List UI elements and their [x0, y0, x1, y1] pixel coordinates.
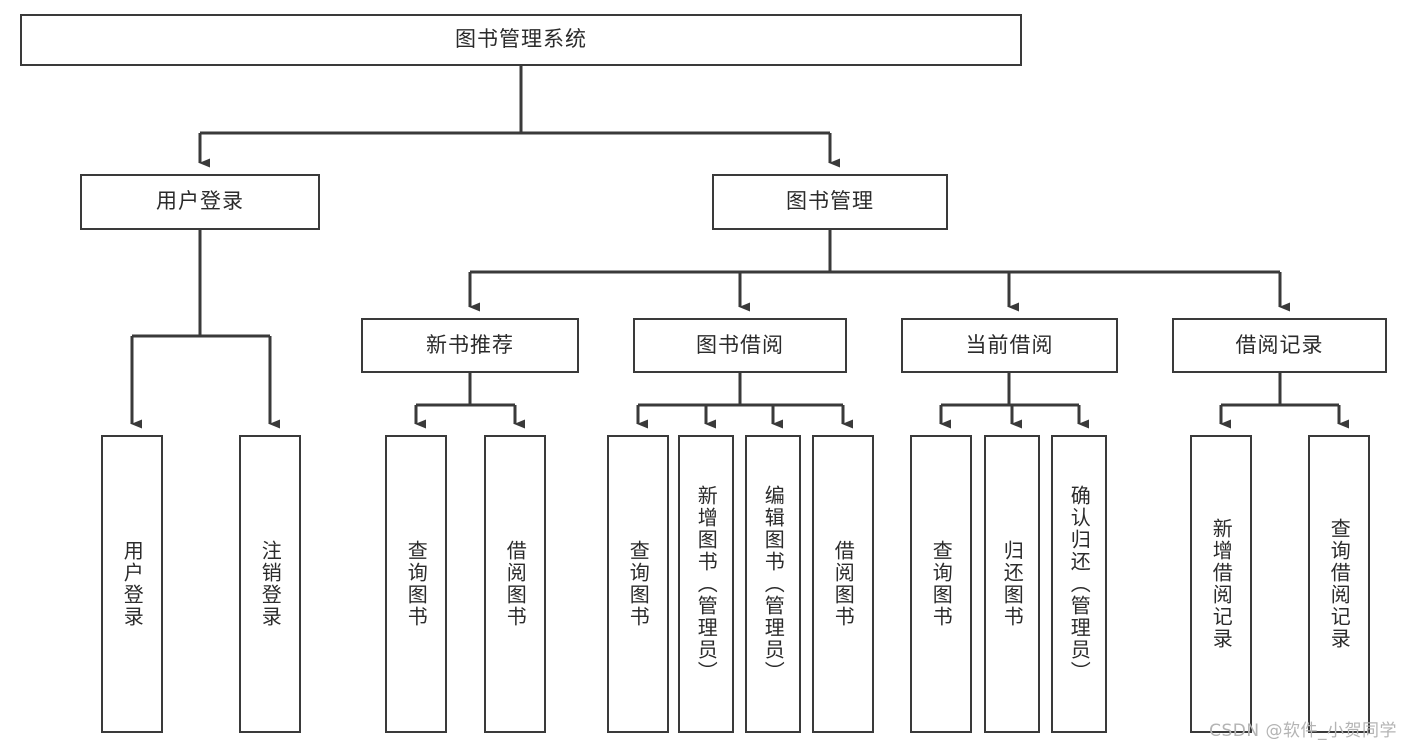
node-current-borrow[interactable]: 当前借阅 — [901, 318, 1118, 373]
leaf-add-record-label: 新增借阅记录 — [1209, 518, 1234, 650]
leaf-query-book-3-label: 查询图书 — [929, 540, 954, 628]
leaf-borrow-book-2[interactable]: 借阅图书 — [812, 435, 874, 733]
node-current-borrow-label: 当前借阅 — [965, 332, 1054, 357]
leaf-query-book-1[interactable]: 查询图书 — [385, 435, 447, 733]
node-borrow-record-label: 借阅记录 — [1235, 332, 1324, 357]
node-book-borrow-label: 图书借阅 — [696, 332, 784, 357]
node-user-login[interactable]: 用户登录 — [80, 174, 320, 230]
leaf-query-book-1-label: 查询图书 — [404, 540, 429, 628]
leaf-query-record-label: 查询借阅记录 — [1327, 518, 1352, 650]
leaf-confirm-return-label: 确认归还（管理员） — [1067, 485, 1092, 683]
leaf-logout[interactable]: 注销登录 — [239, 435, 301, 733]
leaf-edit-book[interactable]: 编辑图书（管理员） — [745, 435, 801, 733]
node-user-login-label: 用户登录 — [156, 189, 244, 214]
leaf-confirm-return[interactable]: 确认归还（管理员） — [1051, 435, 1107, 733]
leaf-add-record[interactable]: 新增借阅记录 — [1190, 435, 1252, 733]
leaf-user-login-label: 用户登录 — [120, 540, 145, 628]
node-book-manage[interactable]: 图书管理 — [712, 174, 948, 230]
node-root-label: 图书管理系统 — [455, 27, 587, 52]
leaf-logout-label: 注销登录 — [258, 540, 283, 628]
leaf-borrow-book-2-label: 借阅图书 — [831, 540, 856, 628]
node-new-book-rec-label: 新书推荐 — [426, 332, 514, 357]
node-borrow-record[interactable]: 借阅记录 — [1172, 318, 1387, 373]
leaf-query-book-2-label: 查询图书 — [626, 540, 651, 628]
csdn-watermark: CSDN @软件_小贺同学 — [1209, 721, 1397, 741]
node-root[interactable]: 图书管理系统 — [20, 14, 1022, 66]
leaf-borrow-book-1[interactable]: 借阅图书 — [484, 435, 546, 733]
leaf-query-book-3[interactable]: 查询图书 — [910, 435, 972, 733]
leaf-return-book-label: 归还图书 — [1000, 540, 1025, 628]
leaf-return-book[interactable]: 归还图书 — [984, 435, 1040, 733]
leaf-query-book-2[interactable]: 查询图书 — [607, 435, 669, 733]
leaf-query-record[interactable]: 查询借阅记录 — [1308, 435, 1370, 733]
leaf-add-book[interactable]: 新增图书（管理员） — [678, 435, 734, 733]
node-new-book-rec[interactable]: 新书推荐 — [361, 318, 579, 373]
leaf-borrow-book-1-label: 借阅图书 — [503, 540, 528, 628]
node-book-borrow[interactable]: 图书借阅 — [633, 318, 847, 373]
leaf-edit-book-label: 编辑图书（管理员） — [761, 485, 786, 683]
leaf-add-book-label: 新增图书（管理员） — [694, 485, 719, 683]
node-book-manage-label: 图书管理 — [786, 189, 874, 214]
leaf-user-login[interactable]: 用户登录 — [101, 435, 163, 733]
